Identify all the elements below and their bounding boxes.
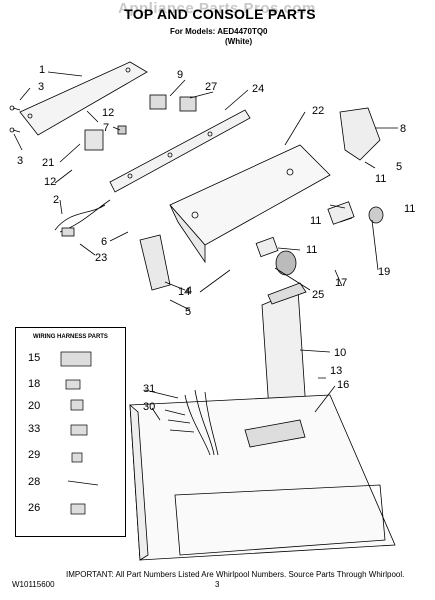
callout-2: 2: [53, 194, 59, 206]
callout-1: 1: [39, 64, 45, 76]
callout-7: 7: [103, 122, 109, 134]
callout-22: 22: [312, 105, 324, 117]
end-cap-right: [339, 107, 381, 161]
callout-15: 15: [28, 352, 40, 364]
callout-33: 33: [28, 423, 40, 435]
callout-24: 24: [252, 83, 264, 95]
callout-11a: 11: [375, 173, 386, 185]
callout-20: 20: [28, 400, 40, 412]
callout-12b: 12: [44, 176, 56, 188]
callout-5b: 5: [185, 306, 191, 318]
harness-parts-drawing: 15 18 20 33 29 28 26: [28, 351, 99, 515]
callout-18: 18: [28, 378, 40, 390]
console-body: [169, 144, 331, 246]
callout-21: 21: [42, 157, 54, 169]
callout-5a: 5: [396, 161, 402, 173]
console-bracket: [109, 109, 251, 193]
page-number: 3: [215, 580, 220, 589]
control-module: [84, 129, 104, 151]
switch-27: [179, 96, 197, 112]
watermark: Appliance Parts Pros.com: [118, 0, 316, 17]
callout-19: 19: [378, 266, 390, 278]
end-cap-left: [139, 234, 171, 291]
callout-30: 30: [143, 401, 155, 413]
callout-13: 13: [330, 365, 342, 377]
callout-28: 28: [28, 476, 40, 488]
inset-title: WIRING HARNESS PARTS: [33, 334, 108, 340]
callout-11b: 11: [310, 215, 321, 227]
document-code: W10115600: [12, 580, 55, 589]
color-line: (White): [225, 37, 253, 46]
callout-26: 26: [28, 502, 40, 514]
callout-14: 14: [178, 286, 190, 298]
callout-11c: 11: [404, 203, 415, 215]
page-title: TOP AND CONSOLE PARTS: [124, 6, 316, 22]
callout-16: 16: [337, 379, 349, 391]
callout-9: 9: [177, 69, 183, 81]
callout-8: 8: [400, 123, 406, 135]
dryer-top-panel: [129, 394, 396, 561]
switch-9: [149, 94, 167, 110]
callout-12a: 12: [102, 107, 114, 119]
callout-23: 23: [95, 252, 107, 264]
footer-note: IMPORTANT: All Part Numbers Listed Are W…: [66, 570, 405, 579]
callout-3a: 3: [38, 81, 44, 93]
rear-console-panel: [19, 61, 148, 136]
callout-11d: 11: [306, 244, 317, 256]
models-line: For Models: AED4470TQ0: [170, 27, 268, 36]
callout-17: 17: [335, 277, 347, 289]
callout-3b: 3: [17, 155, 23, 167]
callout-6: 6: [101, 236, 107, 248]
callout-27: 27: [205, 81, 217, 93]
callout-29: 29: [28, 449, 40, 461]
wiring-harness-inset: WIRING HARNESS PARTS 15 18 20 33 29 28 2…: [15, 327, 126, 537]
callout-25: 25: [312, 289, 324, 301]
callout-4: 4: [186, 285, 192, 297]
callout-10: 10: [334, 347, 346, 359]
callout-31: 31: [143, 383, 155, 395]
